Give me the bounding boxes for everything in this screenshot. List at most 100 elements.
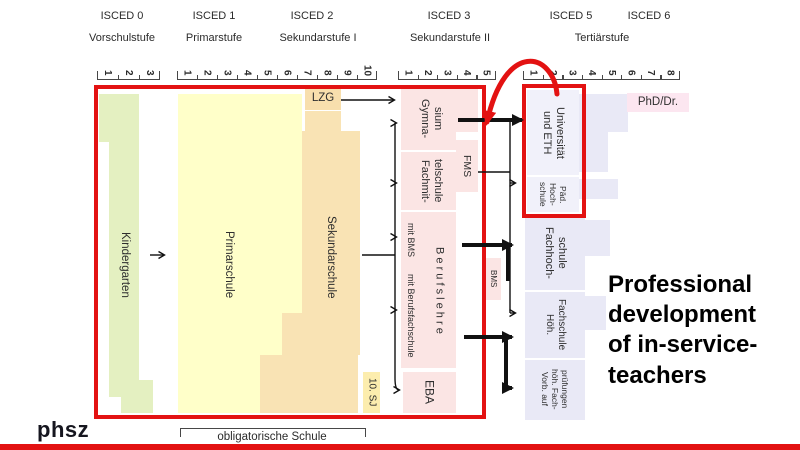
- berufslehre-box: [401, 212, 456, 368]
- hoehere-fachschule-step: [585, 296, 606, 330]
- year-number: 4: [241, 70, 253, 76]
- primarstufe-label: Primarstufe: [185, 32, 243, 44]
- obligatorische-schule-label: obligatorische Schule: [217, 431, 327, 443]
- ruler-tick: [217, 75, 219, 80]
- year-number: 5: [605, 70, 617, 76]
- year-number: 1: [181, 70, 193, 76]
- ruler-tick: [542, 75, 544, 80]
- isced-5-label: ISCED 5: [549, 10, 593, 22]
- ruler-tick: [562, 75, 564, 80]
- bms-label: BMS: [489, 270, 499, 288]
- universitaet-step1: [579, 94, 628, 132]
- gymnasium-box-wide: [401, 88, 478, 132]
- years-ruler-tertiaer: 1 2 3 4 5 6 7 8: [523, 56, 680, 80]
- year-number: 7: [301, 70, 313, 76]
- eba-label: EBA: [422, 380, 437, 405]
- primarschule-shape-top: [178, 94, 302, 313]
- ruler-tick: [601, 75, 603, 80]
- gymnasium-box-narrow: [401, 132, 456, 150]
- year-number: 6: [281, 70, 293, 76]
- sekundarschule-shape-main: [302, 131, 360, 313]
- kindergarten-shape-main: [109, 142, 139, 397]
- isced-3-label: ISCED 3: [427, 10, 471, 22]
- phd-label: PhD/Dr.: [637, 95, 679, 108]
- fachhochschule-box: [525, 216, 585, 290]
- berufslehre-label: B e r u f s l e h r e: [433, 246, 446, 334]
- year-number: 1: [402, 70, 414, 76]
- isced-0-label: ISCED 0: [100, 10, 144, 22]
- ruler-tick: [277, 75, 279, 80]
- ruler-tick: [357, 75, 359, 80]
- ruler-tick: [337, 75, 339, 80]
- vorschulstufe-label: Vorschulstufe: [88, 32, 156, 44]
- ruler-tick: [177, 71, 179, 80]
- fachhochschule-step: [585, 220, 610, 256]
- phsz-logo: phsz: [37, 417, 90, 442]
- sekundarschule-shape-bottom: [260, 355, 358, 413]
- sekundarstufe1-label: Sekundarstufe I: [279, 32, 357, 44]
- phd-box: [627, 93, 689, 112]
- year-number: 5: [261, 70, 273, 76]
- isced-2-label: ISCED 2: [290, 10, 334, 22]
- fms-label: FMS: [461, 154, 474, 178]
- ruler-tick: [437, 75, 439, 80]
- highlight-box-main: [94, 85, 486, 419]
- year-number: 3: [566, 70, 578, 76]
- ruler-tick: [139, 75, 141, 80]
- fachmittelschule-box: [401, 152, 456, 210]
- year-number: 3: [441, 70, 453, 76]
- sekundarstufe2-label: Sekundarstufe II: [409, 32, 491, 44]
- ruler-tick: [118, 75, 120, 80]
- year-number: 9: [341, 70, 353, 76]
- year-number: 7: [645, 70, 657, 76]
- ruler-baseline: [97, 78, 160, 80]
- year-number: 2: [421, 70, 433, 76]
- ruler-tick: [375, 71, 377, 80]
- note-professional-development: Professional development of in-service- …: [608, 271, 758, 389]
- ruler-tick: [476, 75, 478, 80]
- ruler-tick: [494, 71, 496, 80]
- sekundarschule-shape-top: [305, 111, 341, 131]
- year-number: 6: [625, 70, 637, 76]
- primarschule-shape-bottom: [178, 355, 260, 413]
- hoehere-fachschule-box: [525, 292, 585, 358]
- year-number: 2: [201, 70, 213, 76]
- ruler-tick: [257, 75, 259, 80]
- ruler-tick: [398, 71, 400, 80]
- lzg-box: [305, 88, 341, 110]
- paed-hochschule-box: [527, 177, 579, 212]
- year-number: 8: [321, 70, 333, 76]
- year-number: 4: [586, 70, 598, 76]
- year-number: 1: [527, 70, 539, 76]
- year-number: 8: [664, 70, 676, 76]
- universitaet-label: Universität und ETH: [541, 106, 566, 159]
- primarschule-shape-mid: [178, 313, 282, 355]
- isced-1-label: ISCED 1: [192, 10, 236, 22]
- ruler-tick: [158, 71, 160, 80]
- bms-strip: [486, 258, 501, 300]
- ruler-tick: [417, 75, 419, 80]
- paed-hochschule-step: [579, 179, 618, 199]
- ruler-tick: [297, 75, 299, 80]
- ruler-tick: [581, 75, 584, 80]
- ruler-tick: [678, 71, 680, 80]
- fachhochschule-label: Fachhoch- schule: [543, 227, 568, 279]
- tertiaerstufe-label: Tertiärstufe: [574, 32, 630, 44]
- year-number: 3: [144, 70, 155, 76]
- mit-bms-label: mit BMS: [405, 222, 416, 257]
- year-number: 2: [546, 70, 558, 76]
- fms-strip: [456, 140, 478, 192]
- year-number: 2: [123, 70, 134, 76]
- year-number: 10: [361, 64, 373, 76]
- kindergarten-shape-top: [99, 94, 139, 142]
- zehntes-schuljahr-label: 10. SJ: [366, 378, 378, 407]
- ruler-tick: [621, 75, 623, 80]
- ruler-tick: [523, 71, 525, 80]
- zehntes-schuljahr-box: [363, 372, 380, 413]
- ruler-baseline: [398, 78, 496, 80]
- vorbereitung-label: Vorb. auf höh. Fach- prüfungen: [539, 368, 571, 410]
